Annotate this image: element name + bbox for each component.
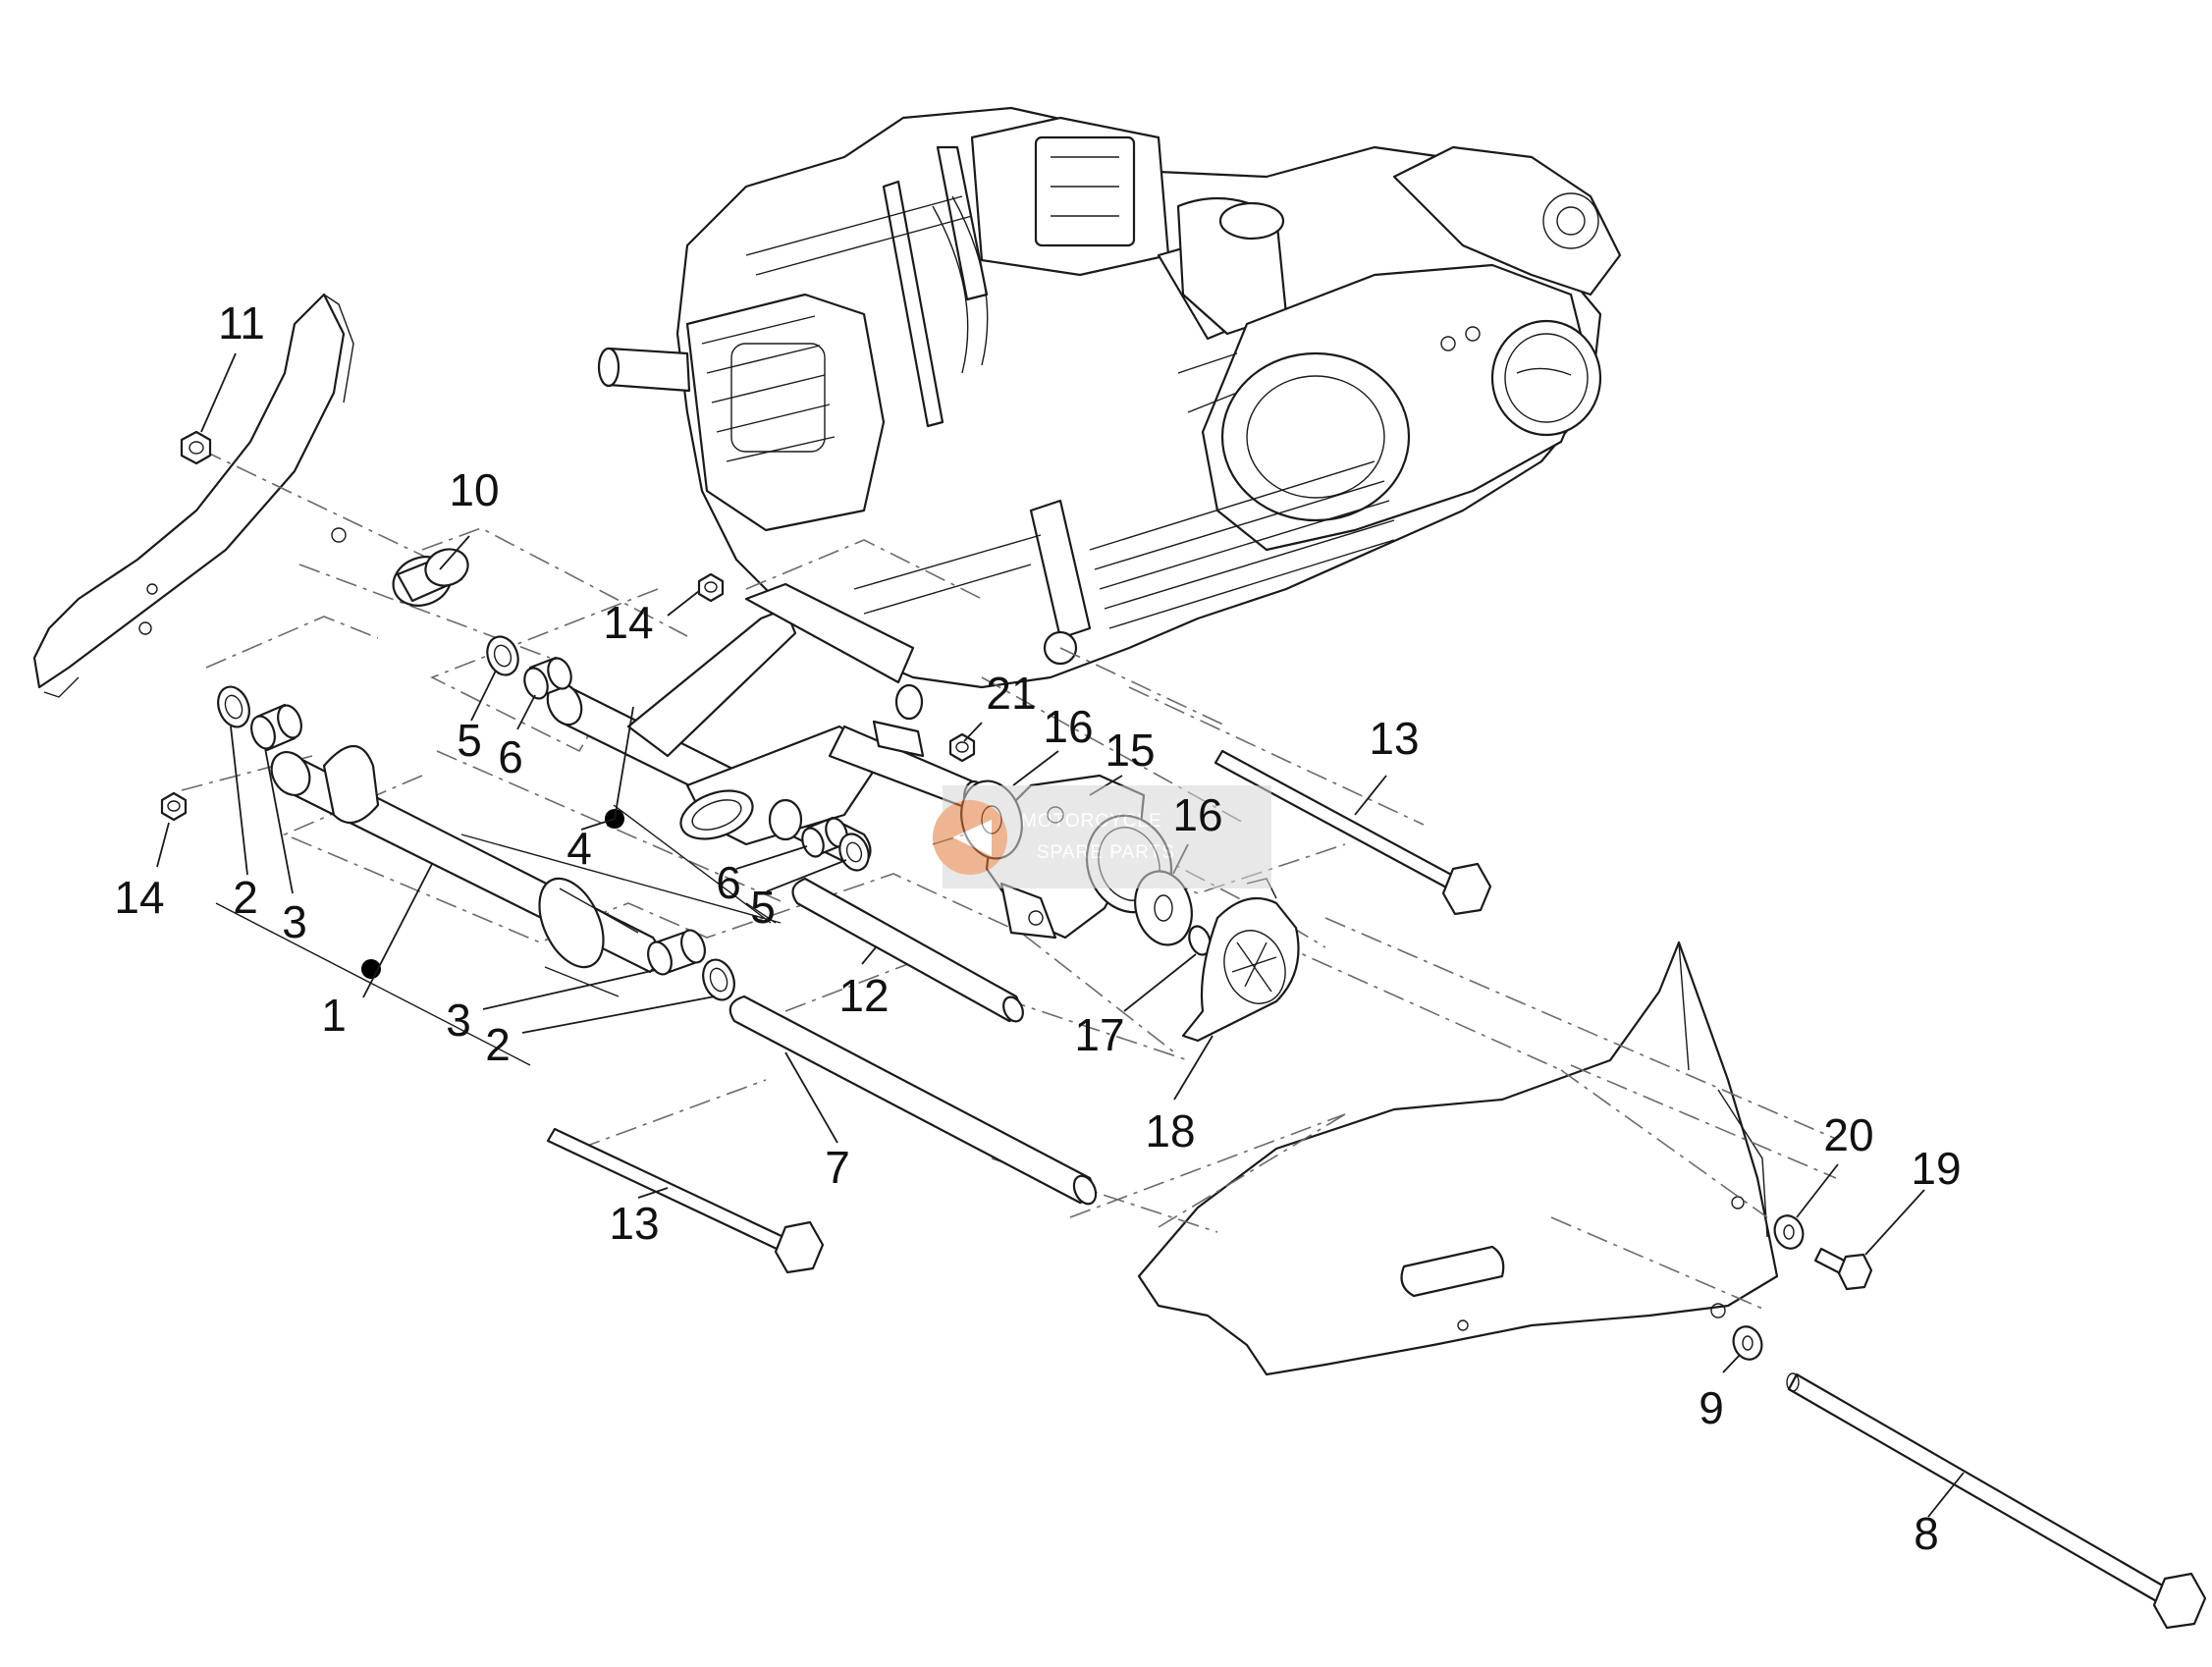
callout-11: 11 [218, 297, 265, 349]
callout-20: 20 [1823, 1109, 1873, 1160]
callout-3-right: 3 [446, 995, 471, 1046]
part-5-seal-lower [838, 833, 870, 872]
part-21-nut [948, 732, 976, 763]
callout-6-lower: 6 [716, 857, 741, 908]
watermark-logo: MOTORCYCLE SPARE PARTS [933, 785, 1271, 888]
watermark-line1: MOTORCYCLE [1021, 811, 1162, 832]
leader-lines [156, 352, 1965, 1518]
part-7-spacer-tube [728, 995, 1098, 1206]
callout-15: 15 [1105, 725, 1155, 776]
part-5-seal-upper [486, 635, 519, 676]
callout-21: 21 [986, 668, 1036, 719]
callout-18: 18 [1145, 1105, 1195, 1156]
part-11-nut [180, 430, 212, 465]
group-boundaries [215, 804, 782, 1066]
callout-5-lower: 5 [750, 882, 776, 933]
callout-19: 19 [1911, 1143, 1961, 1194]
part-17-circlip [1188, 925, 1212, 956]
callout-4: 4 [566, 823, 592, 874]
left-frame-bracket [32, 293, 354, 698]
part-9-washer [1732, 1325, 1763, 1361]
part-13-bolt-lower [546, 1127, 825, 1274]
callout-14-lower: 14 [114, 872, 164, 923]
callout-7: 7 [825, 1142, 850, 1193]
engine-assembly [597, 106, 1622, 689]
part-3-bushing-left [250, 703, 302, 752]
part-2-seal-left [217, 685, 250, 728]
callout-16-lower: 16 [1172, 789, 1222, 840]
part-8-long-bolt [1786, 1372, 2207, 1630]
callout-6-upper: 6 [498, 731, 523, 782]
part-4-swing-link [546, 582, 986, 871]
callout-13-upper: 13 [1369, 713, 1419, 764]
callout-5-upper: 5 [457, 715, 482, 766]
callout-labels: 11 10 14 14 5 6 2 3 4 6 5 1 3 2 12 7 13 … [114, 297, 1961, 1559]
part-19-bolt [1813, 1247, 1873, 1291]
right-frame-bracket [1137, 941, 1779, 1376]
callout-8: 8 [1914, 1508, 1939, 1559]
part-18-cover [1181, 878, 1300, 1043]
part-2-seal-right [702, 958, 735, 1001]
callout-13-lower: 13 [609, 1198, 659, 1249]
callout-14-upper: 14 [603, 597, 653, 648]
callout-2-right: 2 [485, 1019, 511, 1070]
part-6-bushing-upper [523, 656, 572, 700]
part-12-pin [791, 877, 1024, 1023]
watermark-line2: SPARE PARTS [1037, 842, 1175, 863]
part-3-bushing-right [647, 929, 706, 976]
callout-3-left: 3 [282, 896, 307, 947]
part-10-silent-block [392, 548, 469, 607]
callout-16-upper: 16 [1043, 701, 1093, 752]
callout-12: 12 [838, 970, 889, 1021]
callout-1: 1 [321, 990, 347, 1041]
part-14-nut-upper [697, 572, 725, 603]
callout-2-left: 2 [233, 872, 258, 923]
part-13-bolt-upper [1214, 749, 1492, 916]
part-14-nut-lower [160, 791, 188, 822]
callout-17: 17 [1074, 1009, 1124, 1060]
callout-9: 9 [1699, 1382, 1724, 1433]
callout-10: 10 [449, 464, 499, 515]
part-20-washer [1773, 1214, 1805, 1250]
